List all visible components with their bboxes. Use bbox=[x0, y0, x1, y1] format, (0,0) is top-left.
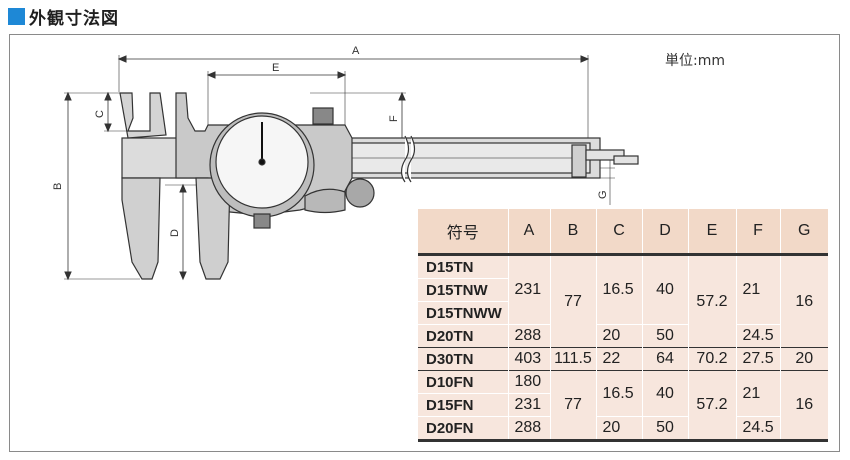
value-cell: 64 bbox=[641, 347, 688, 371]
heading-square-icon bbox=[8, 7, 25, 25]
table-row: D15TN 231 77 16.5 40 57.2 21 16 bbox=[418, 254, 828, 348]
value-cell: 24.5 bbox=[735, 324, 780, 348]
model-cell: D15FN bbox=[418, 393, 508, 417]
model-cell: D15TNWW bbox=[418, 301, 508, 325]
header-a: A bbox=[507, 209, 550, 256]
drawing-frame bbox=[9, 34, 840, 452]
header-f: F bbox=[735, 209, 780, 256]
header-g: G bbox=[779, 209, 828, 256]
model-cell: D30TN bbox=[418, 347, 508, 371]
dim-label-g: G bbox=[597, 190, 609, 199]
table-row: D20FN 288 20 50 24.5 bbox=[418, 416, 828, 441]
model-cell: D20FN bbox=[418, 416, 508, 441]
table-row: D15TNWW bbox=[418, 301, 828, 325]
value-cell: 40 bbox=[641, 370, 688, 417]
dim-label-e: E bbox=[272, 62, 279, 74]
value-cell: 70.2 bbox=[687, 347, 736, 371]
value-cell: 231 bbox=[507, 393, 550, 417]
section-heading: 外観寸法図 bbox=[8, 4, 119, 29]
model-cell: D20TN bbox=[418, 324, 508, 348]
dim-label-a: A bbox=[352, 45, 360, 57]
dim-label-d: D bbox=[169, 229, 181, 237]
value-cell: 288 bbox=[507, 324, 550, 348]
value-cell: 16 bbox=[779, 370, 828, 441]
value-cell: 20 bbox=[595, 324, 642, 348]
value-cell: 20 bbox=[779, 347, 828, 371]
value-cell: 231 bbox=[507, 254, 550, 325]
model-cell: D10FN bbox=[418, 370, 508, 394]
value-cell: 288 bbox=[507, 416, 550, 441]
header-symbol: 符号 bbox=[418, 209, 508, 256]
value-cell: 403 bbox=[507, 347, 550, 371]
value-cell: 21 bbox=[735, 254, 780, 325]
value-cell: 20 bbox=[595, 416, 642, 441]
table-row: D10FN 180 77 16.5 40 57.2 21 16 bbox=[418, 370, 828, 441]
value-cell: 50 bbox=[641, 324, 688, 348]
dim-label-f: F bbox=[388, 115, 400, 122]
header-e: E bbox=[687, 209, 736, 256]
table-row: D15FN 231 bbox=[418, 393, 828, 417]
value-cell: 111.5 bbox=[549, 347, 596, 371]
heading-title: 外観寸法図 bbox=[29, 8, 119, 29]
value-cell: 21 bbox=[735, 370, 780, 417]
value-cell: 22 bbox=[595, 347, 642, 371]
table-row: D15TNW bbox=[418, 278, 828, 302]
table-row: D20TN 288 20 50 24.5 bbox=[418, 324, 828, 348]
value-cell: 57.2 bbox=[687, 254, 736, 348]
value-cell: 27.5 bbox=[735, 347, 780, 371]
value-cell: 40 bbox=[641, 254, 688, 325]
dimension-table: 符号 A B C D E F G D15TN 231 77 16.5 40 57… bbox=[418, 209, 828, 442]
value-cell: 24.5 bbox=[735, 416, 780, 441]
value-cell: 77 bbox=[549, 254, 596, 348]
model-cell: D15TN bbox=[418, 254, 508, 279]
value-cell: 180 bbox=[507, 370, 550, 394]
header-c: C bbox=[595, 209, 642, 256]
value-cell: 16 bbox=[779, 254, 828, 348]
value-cell: 16.5 bbox=[595, 370, 642, 417]
dim-label-b: B bbox=[52, 183, 64, 190]
header-d: D bbox=[641, 209, 688, 256]
value-cell: 57.2 bbox=[687, 370, 736, 441]
table-row: D30TN 403 111.5 22 64 70.2 27.5 20 bbox=[418, 347, 828, 371]
header-b: B bbox=[549, 209, 596, 256]
value-cell: 50 bbox=[641, 416, 688, 441]
value-cell: 77 bbox=[549, 370, 596, 441]
unit-label: 単位:mm bbox=[665, 53, 725, 69]
dim-label-c: C bbox=[94, 110, 106, 118]
model-cell: D15TNW bbox=[418, 278, 508, 302]
table-header-row: 符号 A B C D E F G bbox=[418, 209, 828, 256]
value-cell: 16.5 bbox=[595, 254, 642, 325]
